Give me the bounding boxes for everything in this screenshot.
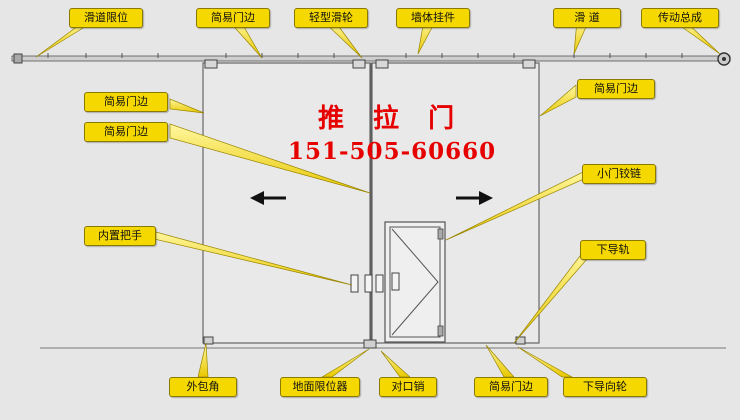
phone-number: 151-505-60660: [288, 138, 497, 165]
left-door-leaf: [202, 62, 371, 344]
label-door-edge-top: 简易门边: [196, 8, 270, 28]
label-latch: 对口销: [379, 377, 437, 397]
label-floor-stop: 地面限位器: [280, 377, 360, 397]
label-wicket-hinge: 小门铰链: [582, 164, 656, 184]
label-wall-hanger: 墙体挂件: [396, 8, 470, 28]
handles: [350, 272, 400, 293]
label-wrap-corner: 外包角: [169, 377, 237, 397]
label-light-pulley: 轻型滑轮: [294, 8, 368, 28]
label-door-edge-left-mid: 简易门边: [84, 122, 168, 142]
label-door-edge-bottom: 简易门边: [474, 377, 548, 397]
track-stop: [13, 53, 23, 64]
label-lower-rail: 下导轨: [580, 240, 646, 260]
label-track-stop: 滑道限位: [69, 8, 143, 28]
arrow-left-icon: [250, 191, 286, 205]
top-track: [11, 55, 731, 62]
label-handle: 内置把手: [84, 226, 156, 246]
label-lower-guide-wheel: 下导向轮: [563, 377, 647, 397]
arrow-right-icon: [456, 191, 493, 205]
diagram-title: 推 拉 门: [318, 104, 465, 134]
label-door-edge-left-top: 简易门边: [84, 92, 168, 112]
bottom-hardware: [203, 336, 526, 349]
label-track: 滑 道: [553, 8, 621, 28]
label-door-edge-right-top: 简易门边: [577, 79, 655, 99]
door-pulleys: [204, 59, 536, 69]
label-pointers: [35, 19, 721, 378]
label-drive-assembly: 传动总成: [641, 8, 719, 28]
